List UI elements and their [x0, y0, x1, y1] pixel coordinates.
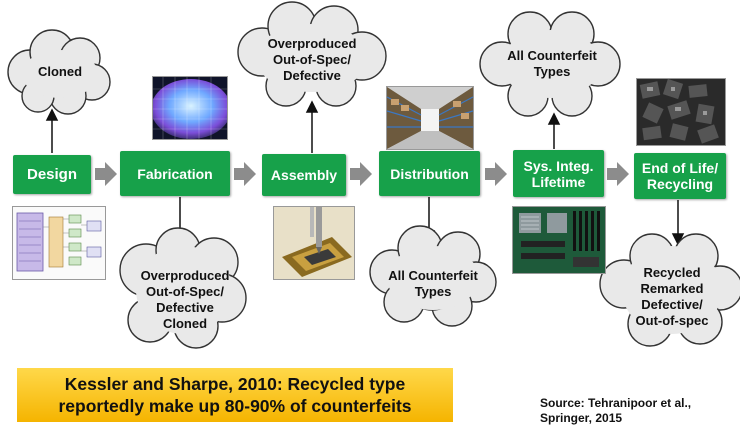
flow-arrow-icon: [95, 162, 117, 186]
flow-arrow-icon: [485, 162, 507, 186]
cloud-text-end-of-life: Recycled Remarked Defective/ Out-of-spec: [635, 265, 709, 328]
citation-banner: Kessler and Sharpe, 2010: Recycled type …: [17, 368, 453, 422]
cloud-text-distribution: All Counterfeit Types: [388, 268, 478, 299]
source-note: Source: Tehranipoor et al., Springer, 20…: [540, 396, 692, 425]
cloud-text-design: Cloned: [37, 64, 83, 79]
stage-distribution: Distribution: [379, 151, 480, 196]
stage-label: Sys. Integ. Lifetime: [523, 157, 594, 190]
motherboard-image: [512, 206, 606, 274]
stage-label: Fabrication: [137, 165, 213, 182]
wafer-image: [152, 76, 228, 140]
flow-arrow-icon: [607, 162, 629, 186]
stage-label: End of Life/ Recycling: [641, 160, 719, 192]
assembly-image: [273, 206, 355, 280]
stage-label: Assembly: [270, 167, 338, 183]
stage-label: Design: [26, 165, 77, 183]
stage-label: Distribution: [390, 165, 469, 182]
flow-arrow-icon: [350, 162, 372, 186]
recycled-chips-image: [636, 78, 726, 146]
warehouse-image: [386, 86, 474, 150]
stage-assembly: Assembly: [262, 154, 346, 196]
cloud-text-assembly: Overproduced Out-of-Spec/ Defective: [267, 36, 357, 83]
stage-sys-integ-lifetime: Sys. Integ. Lifetime: [513, 150, 604, 197]
design-schematic-image: [12, 206, 106, 280]
flow-arrow-icon: [234, 162, 256, 186]
stage-design: Design: [13, 155, 91, 194]
stage-fabrication: Fabrication: [120, 151, 230, 196]
cloud-text-fabrication: Overproduced Out-of-Spec/ Defective Clon…: [140, 268, 230, 331]
cloud-text-sys-integ: All Counterfeit Types: [507, 48, 597, 79]
stage-end-of-life-recycling: End of Life/ Recycling: [634, 153, 726, 199]
